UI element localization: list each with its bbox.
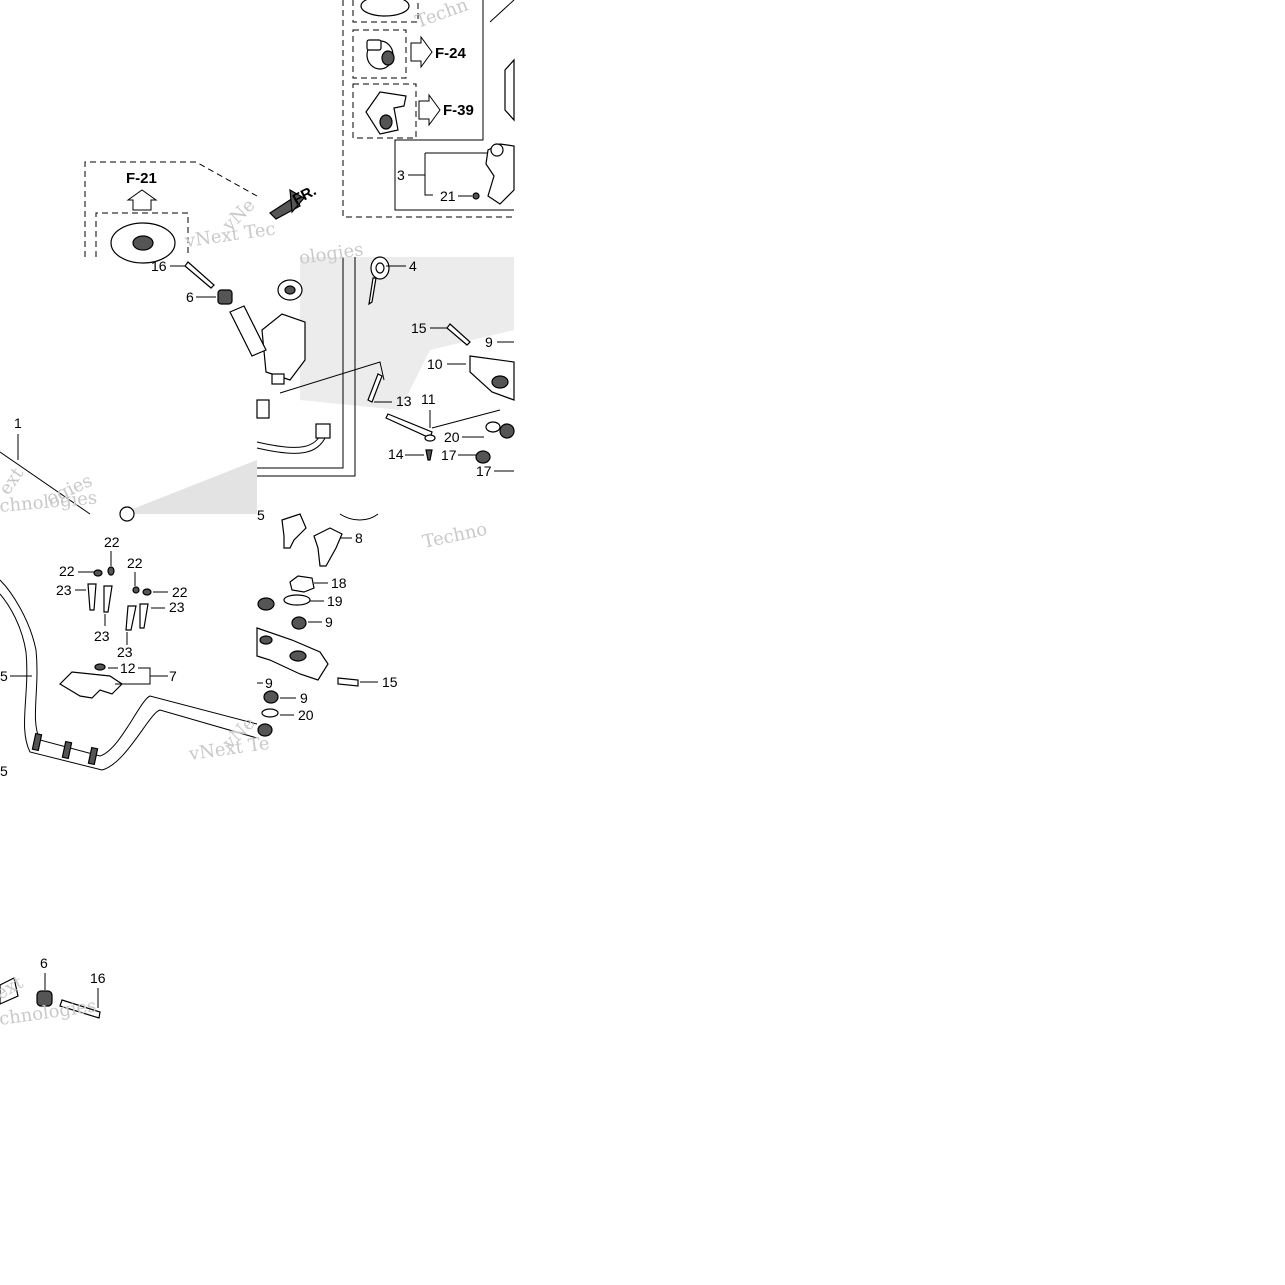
screw-icon: [367, 373, 383, 403]
label-17b: 17: [476, 463, 492, 479]
screw-icon: [472, 192, 480, 200]
label-22b: 22: [59, 563, 75, 579]
label-6: 6: [186, 289, 194, 305]
label-15b: 15: [382, 674, 398, 690]
label-22c: 22: [127, 555, 143, 571]
pin-icon: [93, 569, 103, 577]
label-3: 3: [397, 167, 405, 183]
watermark-text: Techno: [421, 519, 489, 553]
nut-icon: [289, 575, 315, 593]
cylinder-lock-icon: [366, 39, 395, 70]
nut-icon: [257, 723, 273, 737]
pin-icon: [142, 588, 152, 596]
label-12: 12: [120, 660, 136, 676]
ignition-switch-icon: [229, 279, 306, 385]
fuel-cap-icon: [360, 0, 410, 17]
grommet-icon: [217, 289, 233, 305]
label-5: 5: [0, 668, 8, 684]
label-9d: 9: [300, 690, 308, 706]
tile-handlebar: 22 22 22 22 23 23 23 23 5: [0, 534, 271, 779]
seat-lock-icon: [365, 91, 407, 135]
label-10: 10: [427, 356, 443, 372]
label-20: 20: [444, 429, 460, 445]
ref-f21[interactable]: F-21: [126, 170, 157, 187]
bolt-icon: [125, 605, 137, 631]
label-20b: 20: [298, 707, 314, 723]
arrow-right-icon: [410, 35, 433, 69]
label-23d: 23: [169, 599, 185, 615]
tile-lower-bridge: 5 8 18 19 9 15 9 9 20: [256, 507, 489, 737]
label-16: 16: [151, 258, 167, 274]
tile-fuel-cap-ref: F-21 FR. vNext Tec vNe: [84, 161, 319, 264]
screw-icon: [425, 449, 433, 461]
label-23b: 23: [94, 628, 110, 644]
label-11: 11: [421, 391, 436, 407]
label-9: 9: [485, 334, 493, 350]
label-22d: 22: [172, 584, 188, 600]
handlebar-holder-icon: [59, 671, 123, 699]
label-4: 4: [409, 258, 417, 274]
label-17: 17: [441, 447, 457, 463]
label-5-top: 5: [257, 507, 265, 523]
ref-f24[interactable]: F-24: [435, 45, 467, 62]
label-9b: 9: [325, 614, 333, 630]
grommet-icon: [36, 990, 53, 1007]
tile-top-bridge: 4 15 9 10 13 11 20 14 17 17: [229, 239, 515, 479]
top-bridge-icon: [469, 355, 515, 401]
label-6b: 6: [40, 955, 48, 971]
washer-icon: [485, 421, 501, 433]
arrow-up-icon: [126, 189, 158, 211]
label-1: 1: [14, 415, 22, 431]
bolt-icon: [103, 585, 113, 613]
label-16b: 16: [90, 970, 106, 986]
label-8: 8: [355, 530, 363, 546]
label-13: 13: [396, 393, 412, 409]
bolt-icon: [139, 603, 149, 629]
nut-icon: [475, 450, 491, 464]
label-23c: 23: [117, 644, 133, 660]
pin-icon: [107, 566, 115, 576]
tile-ignition-lock: 16 6 1 ext ogies chnologies: [0, 258, 257, 522]
bolt-icon: [59, 999, 101, 1019]
label-19: 19: [327, 593, 343, 609]
bolt-icon: [184, 261, 215, 289]
washer-icon: [283, 594, 311, 606]
label-21: 21: [440, 188, 456, 204]
connector-icon: [315, 423, 331, 439]
tile-bar-end: 6 16 ext chnologies: [0, 955, 106, 1030]
ignition-switch-icon: [485, 0, 515, 205]
ref-f39[interactable]: F-39: [443, 102, 474, 119]
bushing-icon: [263, 690, 279, 704]
key-icon: [368, 256, 390, 306]
wire-clamp-icon: [385, 413, 433, 439]
bolt-icon: [87, 583, 97, 611]
label-5b: 5: [0, 763, 8, 779]
holder-icon: [313, 527, 343, 567]
pin-icon: [132, 586, 140, 594]
shaded-area: [300, 257, 514, 410]
label-22a: 22: [104, 534, 120, 550]
watermark-text: ext: [0, 972, 27, 1005]
bushing-icon: [291, 616, 307, 630]
label-14: 14: [388, 446, 404, 462]
label-9c: 9: [265, 675, 273, 691]
label-7: 7: [169, 668, 177, 684]
bolt-icon: [337, 677, 359, 687]
bolt-icon: [446, 323, 471, 346]
arrow-right-icon: [418, 93, 441, 127]
shaded-area: [120, 460, 257, 514]
watermark-text: Techn: [413, 0, 472, 33]
label-15: 15: [411, 320, 427, 336]
label-18: 18: [331, 575, 347, 591]
label-23a: 23: [56, 582, 72, 598]
holder-icon: [281, 513, 307, 549]
tile-reference-box: F-24 F-39 3 21 Techn: [342, 0, 515, 218]
washer-icon: [261, 708, 279, 718]
